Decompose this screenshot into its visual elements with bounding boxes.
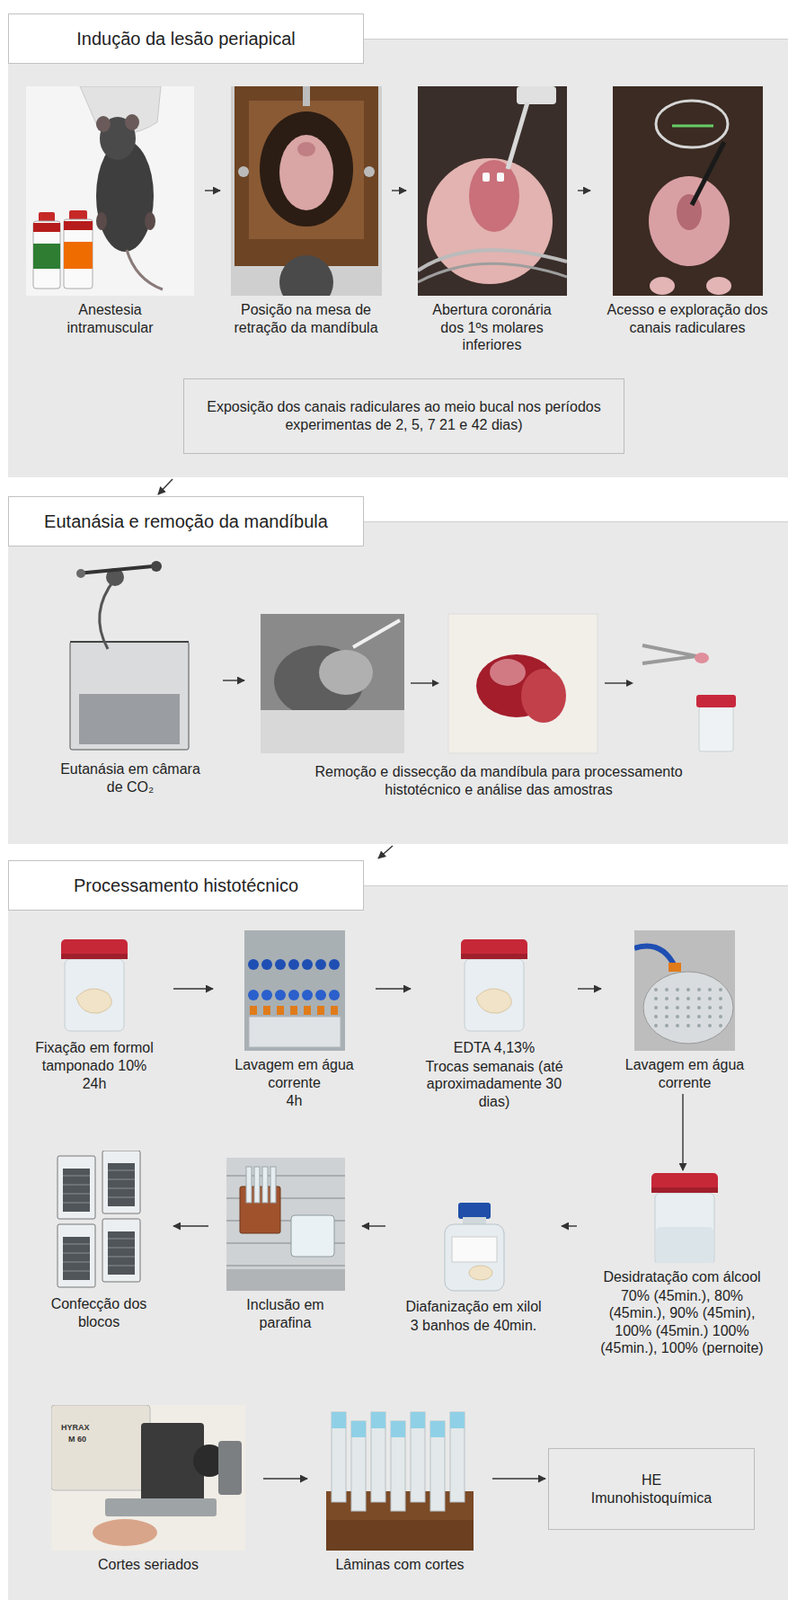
step-caption: 3 banhos de 40min. (392, 1316, 555, 1335)
step-caption: 4h (231, 1091, 358, 1110)
process-step: Abertura coronária dos 1ºs molares infer… (408, 86, 576, 355)
step-illustration (435, 1177, 513, 1293)
step-caption: Anestesia intramuscular (43, 301, 178, 337)
box-text: Exposição dos canais radiculares ao meio… (206, 398, 603, 434)
step-caption: Cortes seriados (58, 1555, 239, 1574)
process-step: EDTA 4,13%Trocas semanais (até aproximad… (413, 938, 576, 1110)
flow-arrow (204, 189, 221, 191)
process-step: Lavagem em água corrente4h (215, 929, 373, 1110)
label-holder: HYRAX (61, 1416, 90, 1434)
process-box: Exposição dos canais radiculares ao meio… (183, 378, 625, 454)
flow-arrow (375, 987, 411, 989)
process-step: Acesso e exploração dos canais radicular… (593, 86, 782, 337)
step-illustration (53, 1150, 144, 1290)
step-illustration (453, 938, 535, 1034)
step-illustration (53, 938, 135, 1034)
process-step: Posição na mesa de retração da mandíbula (222, 86, 390, 337)
process-step: Eutanásia em câmara de CO₂ (40, 558, 221, 796)
step-illustration (326, 1384, 474, 1550)
flow-arrow (492, 1477, 546, 1479)
process-step: Remoção e dissecção da mandíbula para pr… (247, 609, 751, 798)
process-step: Desidratação com álcool70% (45min.), 80%… (579, 1172, 785, 1357)
process-step: Inclusão em parafina (211, 1157, 360, 1331)
flow-arrow (362, 1224, 386, 1226)
step-caption: 24h (26, 1074, 162, 1093)
process-step: Diafanização em xilol3 banhos de 40min. (388, 1177, 559, 1334)
step-caption: Lâminas com cortes (309, 1555, 490, 1574)
step-caption: Remoção e dissecção da mandíbula para pr… (305, 762, 692, 798)
flow-arrow (577, 189, 591, 191)
step-caption: Desidratação com álcool (593, 1267, 771, 1286)
step-illustration (612, 86, 763, 296)
step-caption: Inclusão em parafina (236, 1295, 336, 1331)
step-caption: Lavagem em água corrente (231, 1055, 358, 1091)
step-caption: Confecção dos blocos (44, 1294, 153, 1330)
step-illustration (52, 558, 210, 755)
section-heading: Eutanásia e remoção da mandíbula (8, 495, 364, 547)
flow-arrow (681, 1093, 683, 1170)
step-illustration (634, 929, 735, 1051)
flow-arrow (158, 478, 173, 495)
flow-arrow (391, 189, 407, 191)
process-step: Anestesia intramuscular (17, 86, 203, 337)
step-caption: Abertura coronária dos 1ºs molares infer… (424, 301, 560, 355)
process-step: Confecção dos blocos (26, 1150, 171, 1330)
step-caption: Acesso e exploração dos canais radicular… (597, 301, 778, 337)
step-caption: 70% (45min.), 80% (45min.), 90% (45min),… (593, 1286, 771, 1357)
step-caption: Diafanização em xilol (392, 1297, 555, 1316)
section-panel: Indução da lesão periapicalAnestesia int… (8, 13, 788, 478)
device-label: HYRAX (61, 1422, 90, 1432)
step-illustration (26, 86, 195, 296)
flow-arrow (173, 1224, 209, 1226)
box-text: HE (641, 1470, 662, 1489)
flow-arrow (577, 987, 602, 989)
step-caption: Fixação em formol tamponado 10% (26, 1038, 162, 1074)
process-step: Lâminas com cortes (309, 1384, 490, 1574)
step-illustration (226, 1157, 346, 1291)
flow-arrow (173, 987, 213, 989)
step-illustration (247, 609, 751, 758)
step-caption: Posição na mesa de retração da mandíbula (222, 301, 390, 337)
step-illustration (417, 86, 567, 296)
step-caption: Trocas semanais (até aproximadamente 30 … (420, 1057, 569, 1111)
flow-arrow (263, 1477, 308, 1479)
flow-arrow (561, 1224, 577, 1226)
section-heading: Indução da lesão periapical (8, 13, 364, 64)
box-text: Imunohistoquímica (591, 1488, 712, 1507)
step-illustration (230, 86, 382, 296)
device-label: M 60 (68, 1434, 87, 1444)
step-caption: Eutanásia em câmara de CO₂ (56, 760, 205, 796)
step-caption: Lavagem em água corrente (621, 1055, 748, 1091)
step-illustration (644, 1172, 721, 1263)
section-heading: Processamento histotécnico (8, 859, 364, 911)
flow-arrow (222, 679, 245, 681)
process-box: HEImunohistoquímica (548, 1447, 755, 1530)
process-step: Lavagem em água corrente (603, 929, 766, 1091)
section-panel: Processamento histotécnicoFixação em for… (8, 859, 788, 1600)
section-panel: Eutanásia e remoção da mandíbulaEutanási… (8, 495, 788, 844)
step-caption: EDTA 4,13% (420, 1038, 569, 1057)
process-step: Fixação em formol tamponado 10%24h (17, 938, 171, 1093)
flow-arrow (378, 845, 393, 859)
step-illustration (244, 929, 346, 1051)
